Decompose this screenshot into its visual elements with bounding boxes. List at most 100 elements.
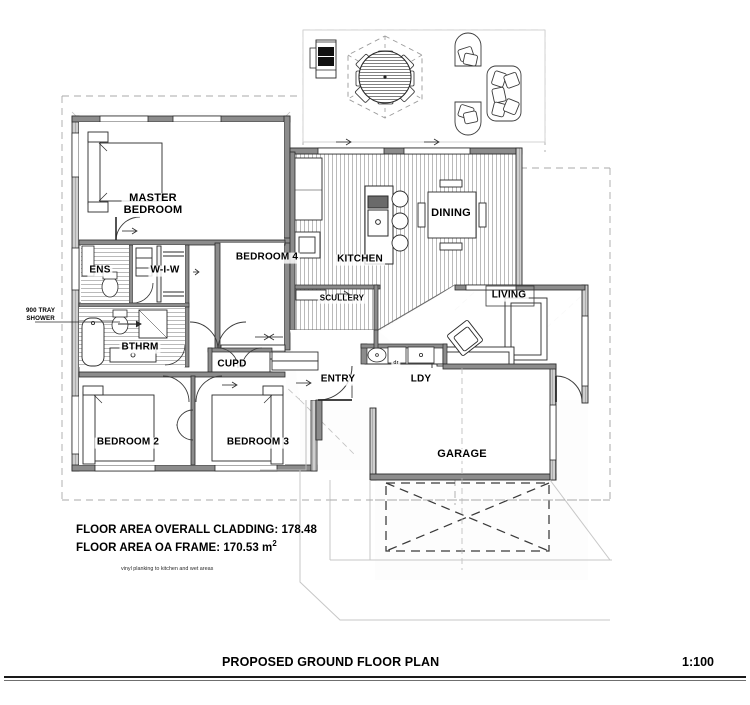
wall-hall-bed23 (78, 371, 286, 378)
wall-ens-wiw (128, 244, 134, 308)
bed-3-icon (211, 385, 284, 465)
room-label-laundry: LDY (408, 373, 434, 386)
sliding-doors-north (317, 147, 471, 155)
shower-note-line-2: SHOWER (26, 315, 55, 323)
flooring-note: vinyl planking to kitchen and wet areas (121, 565, 214, 572)
room-label-ensuite: ENS (87, 264, 113, 277)
bar-stools-icon (391, 190, 409, 252)
area-cladding-note: FLOOR AREA OVERALL CLADDING: 178.48 (76, 524, 317, 536)
flow-arrow-wiw (193, 268, 200, 276)
room-label-entry: ENTRY (318, 373, 358, 386)
door-bathroom (164, 344, 186, 366)
wall-cupd-north (207, 347, 273, 353)
window-living-north (465, 284, 517, 291)
wall-scullery-north (293, 284, 381, 290)
laundry-bench (360, 343, 448, 365)
area-frame-note: FLOOR AREA OA FRAME: 170.53 m2 (76, 539, 317, 554)
room-label-bedroom-3: BEDROOM 3 (224, 436, 292, 449)
wall-ens-south (78, 302, 190, 308)
lower-setout (330, 300, 611, 501)
wall-bthrm-east (184, 306, 190, 368)
door-bedroom4 (217, 321, 247, 351)
table-setout-hex (347, 35, 423, 119)
shelving-wiw (135, 247, 153, 277)
room-label-bedroom-2: BEDROOM 2 (94, 436, 162, 449)
linen-cabinets (271, 351, 319, 371)
shower-note: 900 TRAY SHOWER (26, 307, 55, 324)
wall-hall-east (373, 329, 379, 349)
room-label-master-bedroom: MASTER BEDROOM (121, 192, 185, 217)
wall-garage-north (442, 363, 557, 370)
room-label-cupboard: CUPD (215, 358, 249, 371)
wall-garage-west (369, 407, 377, 481)
bath-tub-icon (81, 317, 105, 367)
living-armchair-icon (447, 320, 483, 356)
room-label-garage: GARAGE (435, 448, 489, 461)
living-label-box (485, 285, 535, 307)
flow-arrows-north (336, 138, 440, 146)
scullery-room (293, 284, 381, 331)
wall-garage-south (369, 473, 557, 481)
outdoor-sofa-icon (486, 65, 522, 122)
title-rule-thick (4, 676, 746, 678)
master-bed-icon (87, 131, 163, 213)
door-hall-bed4 (189, 321, 219, 351)
drawing-scale: 1:100 (682, 655, 714, 669)
wc-bathroom-icon (111, 309, 129, 335)
garage-room (369, 363, 583, 570)
flow-arrow-bed3 (222, 381, 238, 389)
wall-scullery-east (373, 284, 379, 331)
wall-east-dining (515, 147, 523, 289)
room-label-kitchen: KITCHEN (335, 253, 385, 266)
entry-porch (260, 400, 307, 471)
entry-door (315, 365, 353, 441)
area-frame-text: FLOOR AREA OA FRAME: 170.53 m (76, 541, 273, 554)
kitchen-island-icon (364, 185, 394, 265)
bathroom-room (35, 307, 186, 367)
door-ensuite (132, 282, 154, 304)
room-label-walk-in-wardrobe: W-I-W (148, 264, 182, 277)
room-label-living: LIVING (489, 289, 529, 302)
outdoor-deck (302, 29, 546, 143)
hall-linen-door (176, 409, 194, 441)
title-rule-thin (4, 680, 746, 681)
wall-between-bed23 (190, 375, 196, 466)
shower-tray-icon (138, 309, 168, 339)
room-label-bathroom: BTHRM (119, 341, 161, 354)
window-garage-east (549, 404, 557, 461)
wall-east-master (283, 115, 291, 243)
wall-angled-dining (377, 284, 456, 331)
window-living-east (581, 315, 589, 387)
bedroom-2-3-block (78, 371, 286, 466)
room-label-scullery: SCULLERY (317, 293, 367, 304)
garage-door-bay (385, 482, 550, 552)
washing-machine-icon (407, 346, 435, 364)
kitchen-bench-west (293, 157, 323, 259)
room-label-bedroom-4: BEDROOM 4 (233, 251, 301, 264)
master-bedroom-room (79, 122, 284, 242)
outdoor-armchair-top-icon (454, 32, 482, 67)
shower-note-line-1: 900 TRAY (26, 307, 56, 314)
room-label-dryer: dr (391, 360, 401, 367)
room-label-dining: DINING (429, 207, 473, 220)
wall-wiw-east (184, 244, 190, 308)
door-bedroom2 (162, 375, 190, 403)
wall-north-living (454, 284, 586, 291)
drawing-title-bar: PROPOSED GROUND FLOOR PLAN 1:100 (0, 655, 750, 685)
flow-arrow-master (122, 227, 138, 235)
porch-driveway-outlines (299, 470, 612, 621)
bbq-icon (309, 39, 337, 79)
outdoor-armchair-bottom-icon (454, 101, 482, 136)
wall-bed4-west (214, 242, 221, 351)
flow-arrows-bed4 (255, 333, 283, 341)
garage-internal-door (555, 375, 583, 403)
bed-2-icon (82, 385, 155, 465)
drawing-title: PROPOSED GROUND FLOOR PLAN (222, 655, 440, 669)
round-dining-table-icon (358, 50, 412, 104)
floor-area-notes: FLOOR AREA OVERALL CLADDING: 178.48 FLOO… (76, 524, 317, 572)
shower-pointer (118, 320, 142, 328)
laundry-tub-icon (367, 347, 387, 363)
door-bedroom3 (195, 375, 223, 403)
